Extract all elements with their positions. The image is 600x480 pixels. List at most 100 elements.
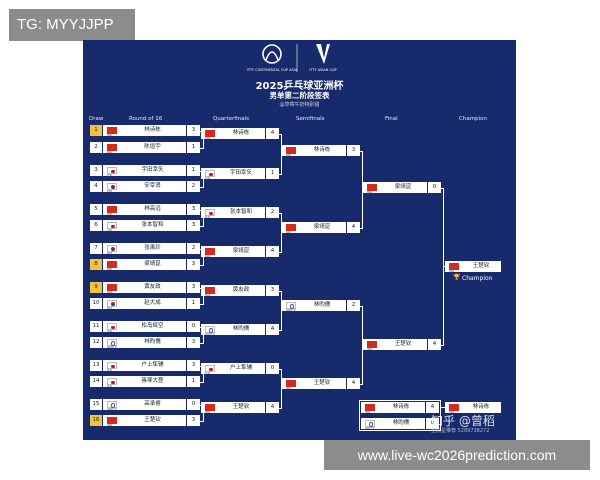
tg-tag: TG: MYYJJPP: [9, 9, 135, 41]
player-name: 宇田幸矢: [229, 170, 252, 176]
player-name: 赵大成: [144, 300, 161, 306]
seed-number: 11: [90, 321, 103, 332]
country-code: 中国: [286, 154, 292, 157]
player-name: 王楚钦: [472, 263, 490, 269]
site-banner: www.live-wc2026prediction.com: [324, 440, 590, 470]
poster-sponsor: @草莓牛奶特别甜: [279, 102, 320, 108]
country-code: 中国: [205, 294, 211, 297]
bracket-line: [200, 225, 204, 227]
match-score: 1: [265, 168, 279, 179]
country-code: 中国: [107, 134, 113, 137]
player-name: 林诗栋: [232, 130, 250, 136]
match-score: 4: [265, 246, 279, 257]
tw-flag-icon: [286, 302, 296, 309]
champion-row: 中国 王楚钦: [445, 261, 501, 273]
bracket-line: [360, 383, 363, 385]
cn-flag-icon: [367, 184, 377, 191]
match-score: 3: [265, 285, 279, 296]
player-name: 梁靖崑: [313, 224, 331, 230]
player-name: 王楚钦: [394, 341, 412, 347]
country-code: 日本: [107, 229, 113, 232]
seed-number: 8: [90, 259, 103, 270]
country-code: 中国台北: [107, 408, 118, 411]
match-score: 4: [346, 378, 360, 389]
tw-flag-icon: [107, 401, 117, 408]
match-score: 2: [265, 207, 279, 218]
header-champion: Champion: [459, 116, 487, 122]
player-name: 户上隼辅: [229, 365, 252, 371]
player-name: 王楚钦: [144, 417, 161, 423]
cn-flag-icon: [107, 206, 117, 213]
player-name: 高承睿: [144, 401, 161, 407]
jp-flag-icon: [107, 167, 117, 174]
bracket-line: [203, 170, 204, 188]
bracket-line: [279, 329, 282, 331]
match-score: 3: [186, 125, 200, 136]
bracket-line: [359, 400, 360, 431]
bracket-line: [200, 147, 204, 149]
seed-number: 3: [90, 165, 103, 176]
bracket-line: [279, 251, 282, 253]
seed-number: 14: [90, 376, 103, 387]
header-quarterfinals: Quarterfinals: [213, 116, 249, 122]
zhihu-watermark: 知乎 @曾稻: [431, 414, 495, 428]
cn-flag-icon: [286, 147, 296, 154]
seed-number: 10: [90, 298, 103, 309]
bracket-line: [360, 150, 363, 152]
kr-flag-icon: [107, 245, 117, 252]
logo-right-text: ITTF ASIAN CUP: [309, 68, 336, 72]
match-score: 0: [425, 418, 439, 429]
header-semifinals: Semifinals: [296, 116, 325, 122]
player-name: 篠塚大登: [141, 378, 164, 384]
match-score: 4: [265, 128, 279, 139]
player-name: 张本智和: [141, 222, 164, 228]
country-code: 中国: [107, 213, 113, 216]
bracket-line: [200, 186, 204, 188]
seed-number: 15: [90, 399, 103, 410]
bracket-line: [200, 287, 204, 289]
cn-flag-icon: [107, 144, 117, 151]
seed-number: 7: [90, 243, 103, 254]
country-code: 中国: [367, 348, 373, 351]
cn-flag-icon: [449, 404, 459, 411]
cn-flag-icon: [365, 404, 375, 411]
match-score: 0: [427, 182, 441, 193]
bracket-line: [279, 368, 282, 370]
qf-row: 中国 黄友政 3: [201, 285, 279, 297]
player-name: 林诗栋: [313, 147, 331, 153]
player-name: 黄友政: [144, 284, 161, 290]
country-code: 中国台北: [365, 427, 376, 430]
bronze-winner-row: 中国林诗栋: [445, 402, 501, 414]
player-name: 黄友政: [232, 287, 250, 293]
country-code: 中国: [449, 270, 455, 273]
logo-left-text: ITTF CONTINENTAL CUP ASIA: [247, 68, 298, 72]
country-code: 日本: [107, 385, 113, 388]
bracket-line: [281, 133, 282, 175]
cn-flag-icon: [107, 127, 117, 134]
match-score: 2: [346, 300, 360, 311]
bracket-line: [200, 420, 204, 422]
country-code: 中国: [286, 231, 292, 234]
country-code: 日本: [205, 177, 211, 180]
cn-flag-icon: [107, 261, 117, 268]
seed-number: 16: [90, 415, 103, 426]
match-score: 3: [186, 415, 200, 426]
country-code: 中国: [107, 151, 113, 154]
bracket-line: [203, 287, 204, 305]
bracket-line: [281, 212, 282, 253]
cn-flag-icon: [449, 263, 459, 270]
match-score: 0: [186, 321, 200, 332]
player-name: 安宰贤: [144, 183, 161, 189]
bracket-line: [281, 368, 282, 409]
